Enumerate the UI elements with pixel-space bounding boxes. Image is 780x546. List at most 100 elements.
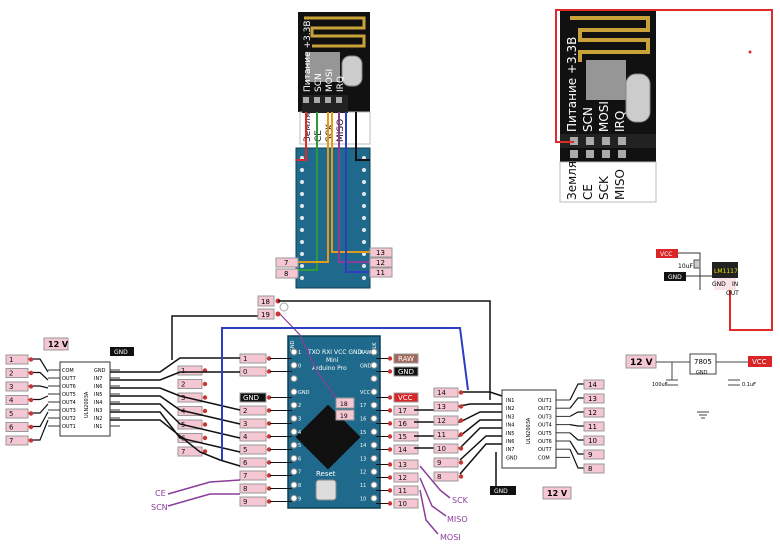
arduino-right-pin-label: 13 (360, 456, 366, 462)
uln-left-name: ULN2003A (84, 391, 90, 418)
arduino-right-tag-label: VCC (398, 394, 413, 402)
arduino-left-tag-dot (266, 434, 272, 439)
uln-left-pin-left: OUT4 (62, 400, 76, 406)
arduino-right-tag-label: RAW (398, 355, 414, 363)
arduino-right-tag-label: 13 (398, 461, 407, 469)
uln-left-pin-right: IN5 (94, 392, 102, 398)
arduino-right-pin-label: 12 (360, 470, 366, 476)
arduino-right-tag-dot (387, 488, 393, 493)
arduino-right-pin-hole (370, 428, 378, 436)
arduino-left-tag-label: 6 (243, 459, 248, 467)
power-wire-red (555, 9, 773, 331)
uln-left-right-tag-box (177, 379, 203, 389)
uln-right-left-tag-dot (458, 460, 464, 465)
arduino-left-pin-hole (290, 348, 298, 356)
uln-right-left-tag-label: 11 (437, 431, 446, 439)
arduino-left-tag-label: 3 (243, 420, 247, 428)
uln-left-pins: COMOUT7OUT6OUT5OUT4OUT3OUT2OUT1GNDIN7IN6… (48, 368, 120, 430)
uln-left-left-tag-box (5, 395, 29, 405)
arduino-left-pin-hole (290, 454, 298, 462)
uln-right-left-tag-box (433, 443, 459, 454)
arduino-left-tag-label: 2 (243, 407, 247, 415)
uln-left-pin-left: OUT5 (62, 392, 76, 398)
uln-right-left-tag-label: 14 (437, 389, 446, 397)
arduino-left-tag-box (239, 483, 267, 494)
uln-right-right-tag-box (583, 407, 605, 418)
arduino-right-pin-label: 11 (360, 483, 366, 489)
signal-label-mosi: MOSI (440, 533, 461, 542)
uln-right-right-tag-label: 14 (588, 381, 597, 389)
uln-right-tag-wire (569, 411, 584, 417)
arduino-right-tag-box (393, 444, 419, 455)
arduino-left-header: GND (290, 340, 296, 352)
nrf-small-bottom-pin: MISO (336, 119, 346, 142)
uln-right-pin-right: OUT1 (538, 398, 552, 404)
arduino-right-pin-hole (370, 494, 378, 502)
uln-left-pin-right: IN3 (94, 408, 102, 414)
uln2003-left: 12 V GND ULN2003A (43, 337, 134, 437)
uln-left-pin-left: OUT6 (62, 384, 76, 390)
arduino-right-tag-label: 14 (398, 446, 407, 454)
arduino-title-1: TXO RXI VCC GND (307, 349, 363, 356)
uln-right-tag-wire (569, 448, 584, 469)
lm1117-regulator: VCC GND 10uF LM1117 GND IN OUT (656, 249, 739, 297)
uln-left-left-tag-dot (28, 384, 34, 389)
arduino-left-tag-box (239, 431, 267, 442)
arduino-title-2: Mini (326, 357, 339, 364)
uln-left-left-tag-dot (28, 370, 34, 376)
arduino-right-header: BLK (372, 342, 378, 352)
uln-left-right-tag-dot (202, 395, 208, 400)
arduino-right-pin-hole (370, 468, 378, 476)
uln-left-pin-left: COM (62, 368, 74, 374)
arduino-left-tag-label: 7 (243, 472, 247, 480)
uln-left-right-tag-box (177, 406, 203, 416)
arduino-left-tag-dot (266, 460, 272, 465)
arduino-left-tag-box (239, 496, 267, 507)
uln-left-pin-right: IN2 (94, 416, 102, 422)
uln-right-right-tag-box (583, 379, 605, 390)
signal-label-sck: SCK (452, 496, 469, 505)
arduino-right-tag-label: 15 (398, 433, 407, 441)
uln-right-left-tag-label: 10 (437, 445, 446, 453)
nano-left-tag-label: 7 (284, 259, 288, 267)
signal-label-scn: SCN (151, 503, 168, 512)
nano-right-tags: 13 12 11 (369, 247, 393, 278)
reg-7805-in-tag: 12 V (630, 358, 653, 368)
uln-left-pin-right: IN6 (94, 384, 102, 390)
uln-left-right-tag-box (177, 433, 203, 443)
reg-7805-cap2: 0.1uF (742, 382, 756, 388)
arduino-right-tag-dot (387, 447, 393, 452)
arduino-right-pin-hole (370, 388, 378, 396)
arduino-left-tag-label: 8 (243, 485, 247, 493)
uln-left-right-tag-box (177, 446, 203, 457)
arduino-left-pin-label: GND (298, 390, 310, 396)
arduino-right-tag-dot (387, 475, 393, 480)
uln-left-left-tag-label: 1 (9, 356, 13, 364)
top-mini-tags: 18 19 (257, 295, 289, 320)
nrf-small-bottom-pin: Земля (303, 113, 313, 142)
arduino-left-tag-dot (266, 369, 272, 374)
top-mini-tag-label: 18 (261, 298, 270, 306)
arduino-left-tag-dot (266, 473, 272, 478)
uln-right-left-tag-dot (458, 446, 464, 451)
arduino-right-tag-dot (387, 421, 393, 426)
uln-left-left-tag-label: 7 (9, 437, 13, 445)
arduino-left-tag-box (239, 470, 267, 481)
arduino-right-pin-label: 10 (360, 496, 366, 502)
arduino-right-pin-hole (370, 481, 378, 489)
uln-right-pin-left: IN6 (506, 439, 514, 445)
reg-small-pin-in: IN (732, 281, 738, 288)
uln-left-pin-left: OUT1 (62, 424, 76, 430)
reg-7805-gnd: GND (696, 370, 708, 376)
uln-right-right-tag-box (583, 393, 605, 404)
arduino-left-tag-label: 9 (243, 498, 247, 506)
nrf-large-bottom-pin: CE (581, 184, 595, 200)
arduino-left-tag-dot (266, 395, 272, 400)
nano-right-tag-label: 12 (376, 259, 385, 267)
arduino-left-pin-hole (290, 494, 298, 502)
arduino-inner-pin: 19 (340, 413, 348, 420)
uln-left-right-tag-box (177, 365, 203, 376)
